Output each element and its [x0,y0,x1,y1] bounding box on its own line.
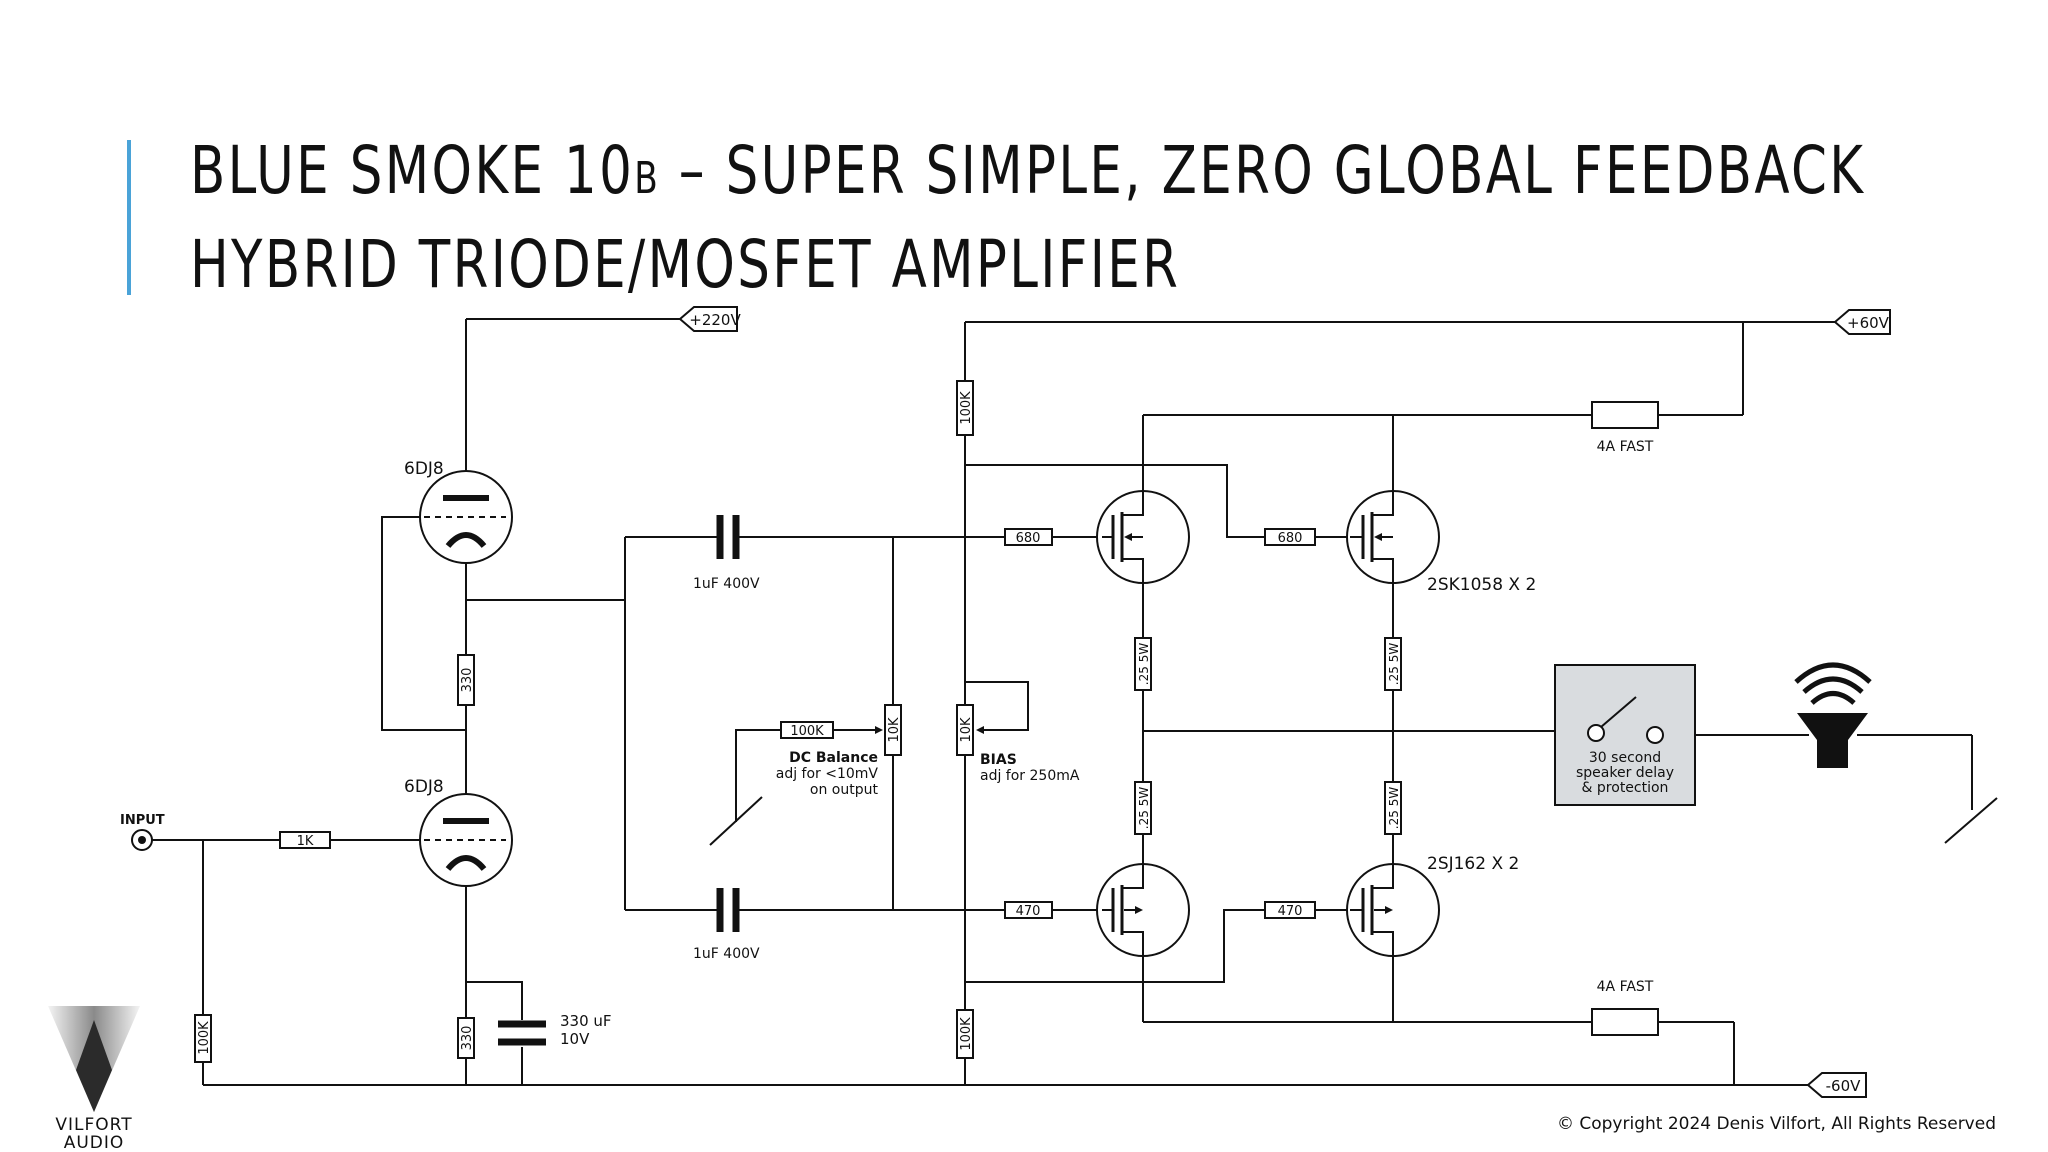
pot-bias: 10K [956,704,974,756]
title-subscript: B [634,153,661,204]
resistor-source2-label: .25 5W [1387,643,1401,686]
resistor-bias-top-label: 100K [959,391,974,425]
resistor-source4-label: .25 5W [1387,787,1401,830]
bias-line1: adj for 250mA [980,768,1080,784]
capacitor-bottom-label: 1uF 400V [693,946,760,962]
rail-label-plus60: +60V [1847,314,1890,332]
fuse-bottom-label: 4A FAST [1597,979,1654,995]
tube-lower: 6DJ8 [404,777,513,887]
resistor-plate: 330 [457,654,475,706]
resistor-source4: .25 5W [1384,781,1402,835]
resistor-gate2: 680 [1264,528,1316,546]
resistor-input: 1K [279,831,331,849]
mosfet-n-label: 2SK1058 X 2 [1427,575,1536,595]
resistor-gate4-label: 470 [1278,904,1303,919]
page-title: BLUE SMOKE 10B – SUPER SIMPLE, ZERO GLOB… [190,128,1865,308]
resistor-bias-top: 100K [956,380,974,436]
speaker-protection-module: 30 second speaker delay & protection [1554,664,1696,806]
title-accent-bar [127,140,131,295]
speaker-icon [1794,662,1872,768]
title-line-1: BLUE SMOKE 10B – SUPER SIMPLE, ZERO GLOB… [190,128,1865,222]
title-text-a: BLUE SMOKE 10 [190,132,635,209]
fuse-top-label: 4A FAST [1597,439,1654,455]
mosfet-p-label: 2SJ162 X 2 [1427,854,1519,874]
capacitor-top-label: 1uF 400V [693,576,760,592]
resistor-source1-label: .25 5W [1137,643,1151,686]
dc-balance-title: DC Balance [789,750,878,766]
capacitor-cathode-value: 330 uF [560,1012,612,1030]
rail-tag-plus220: +220V [678,306,741,332]
logo-text-line1: VILFORT [55,1115,132,1135]
title-text-b: – SUPER SIMPLE, ZERO GLOBAL FEEDBACK [660,132,1866,209]
protection-line2: speaker delay [1576,765,1674,781]
pot-dc-balance-label: 10K [887,717,902,743]
pot-bias-label: 10K [959,717,974,743]
capacitor-cathode: 330 uF 10V [498,1012,612,1048]
dc-balance-line1: adj for <10mV [776,766,879,782]
resistor-bias-bottom: 100K [956,1009,974,1059]
resistor-gate1-label: 680 [1016,531,1041,546]
resistor-input-label: 1K [297,834,314,849]
pot-dc-balance: 10K [884,704,902,756]
schematic-wires [150,318,1998,1086]
resistor-grid-label: 100K [197,1021,212,1055]
resistor-cathode: 330 [457,1017,475,1059]
mosfet-n-left [1096,490,1190,584]
resistor-plate-label: 330 [460,668,475,693]
rail-tag-plus60: +60V [1833,309,1891,335]
input-jack: INPUT [120,813,165,851]
resistor-bias-bottom-label: 100K [959,1017,974,1051]
resistor-source3: .25 5W [1134,781,1152,835]
resistor-source2: .25 5W [1384,637,1402,691]
mosfet-p-left [1096,863,1190,957]
resistor-dc-balance: 100K [780,721,834,739]
rail-label-minus60: -60V [1826,1077,1861,1095]
vilfort-audio-logo: VILFORT AUDIO [48,1006,140,1150]
resistor-grid: 100K [194,1014,212,1063]
resistor-gate3-label: 470 [1016,904,1041,919]
copyright-notice: © Copyright 2024 Denis Vilfort, All Righ… [1556,1114,1996,1134]
protection-line3: & protection [1582,780,1669,796]
rail-label-plus220: +220V [689,311,741,329]
bias-title: BIAS [980,752,1017,768]
protection-line1: 30 second [1589,750,1661,766]
bias-note: BIAS adj for 250mA [980,752,1080,784]
resistor-gate2-label: 680 [1278,531,1303,546]
capacitor-top: 1uF 400V [693,515,760,592]
input-label: INPUT [120,813,165,828]
capacitor-bottom: 1uF 400V [693,888,760,962]
resistor-gate1: 680 [1004,528,1053,546]
tube-upper: 6DJ8 [404,459,513,564]
rail-tag-minus60: -60V [1806,1072,1867,1098]
resistor-source3-label: .25 5W [1137,787,1151,830]
resistor-source1: .25 5W [1134,637,1152,691]
mosfet-n-right [1346,490,1440,584]
tube-upper-label: 6DJ8 [404,459,444,479]
resistor-gate3: 470 [1004,901,1053,919]
dc-balance-note: DC Balance adj for <10mV on output [776,750,879,798]
resistor-dc-balance-label: 100K [790,724,824,739]
dc-balance-line2: on output [810,782,879,798]
resistor-gate4: 470 [1264,901,1316,919]
capacitor-cathode-voltage: 10V [560,1030,590,1048]
logo-text-line2: AUDIO [64,1133,125,1150]
fuse-top: 4A FAST [1591,401,1659,455]
resistor-cathode-label: 330 [460,1026,475,1051]
mosfet-p-right [1346,863,1440,957]
fuse-bottom: 4A FAST [1591,979,1659,1036]
title-line-2: HYBRID TRIODE/MOSFET AMPLIFIER [190,226,1181,303]
tube-lower-label: 6DJ8 [404,777,444,797]
